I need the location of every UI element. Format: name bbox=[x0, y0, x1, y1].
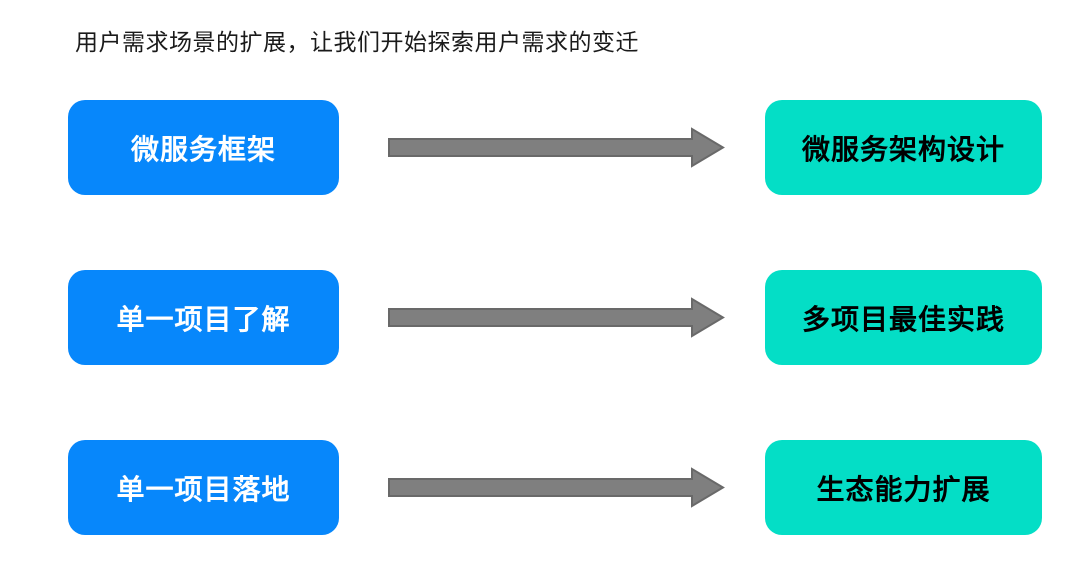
arrow-right-icon bbox=[388, 127, 725, 168]
arrow-right-icon bbox=[388, 297, 725, 338]
page-title: 用户需求场景的扩展，让我们开始探索用户需求的变迁 bbox=[75, 29, 639, 55]
target-box: 生态能力扩展 bbox=[765, 440, 1042, 535]
source-box: 微服务框架 bbox=[68, 100, 339, 195]
target-box: 多项目最佳实践 bbox=[765, 270, 1042, 365]
flow-row: 单一项目落地 生态能力扩展 bbox=[0, 440, 1080, 535]
target-box: 微服务架构设计 bbox=[765, 100, 1042, 195]
target-box-label: 生态能力扩展 bbox=[816, 473, 991, 505]
target-box-label: 多项目最佳实践 bbox=[801, 303, 1005, 335]
flow-row: 单一项目了解 多项目最佳实践 bbox=[0, 270, 1080, 365]
source-box-label: 单一项目落地 bbox=[116, 473, 291, 505]
source-box-label: 微服务框架 bbox=[130, 133, 276, 165]
source-box-label: 单一项目了解 bbox=[116, 303, 291, 335]
arrow-right-icon bbox=[388, 467, 725, 508]
flow-row: 微服务框架 微服务架构设计 bbox=[0, 100, 1080, 195]
source-box: 单一项目了解 bbox=[68, 270, 339, 365]
source-box: 单一项目落地 bbox=[68, 440, 339, 535]
target-box-label: 微服务架构设计 bbox=[801, 133, 1005, 165]
